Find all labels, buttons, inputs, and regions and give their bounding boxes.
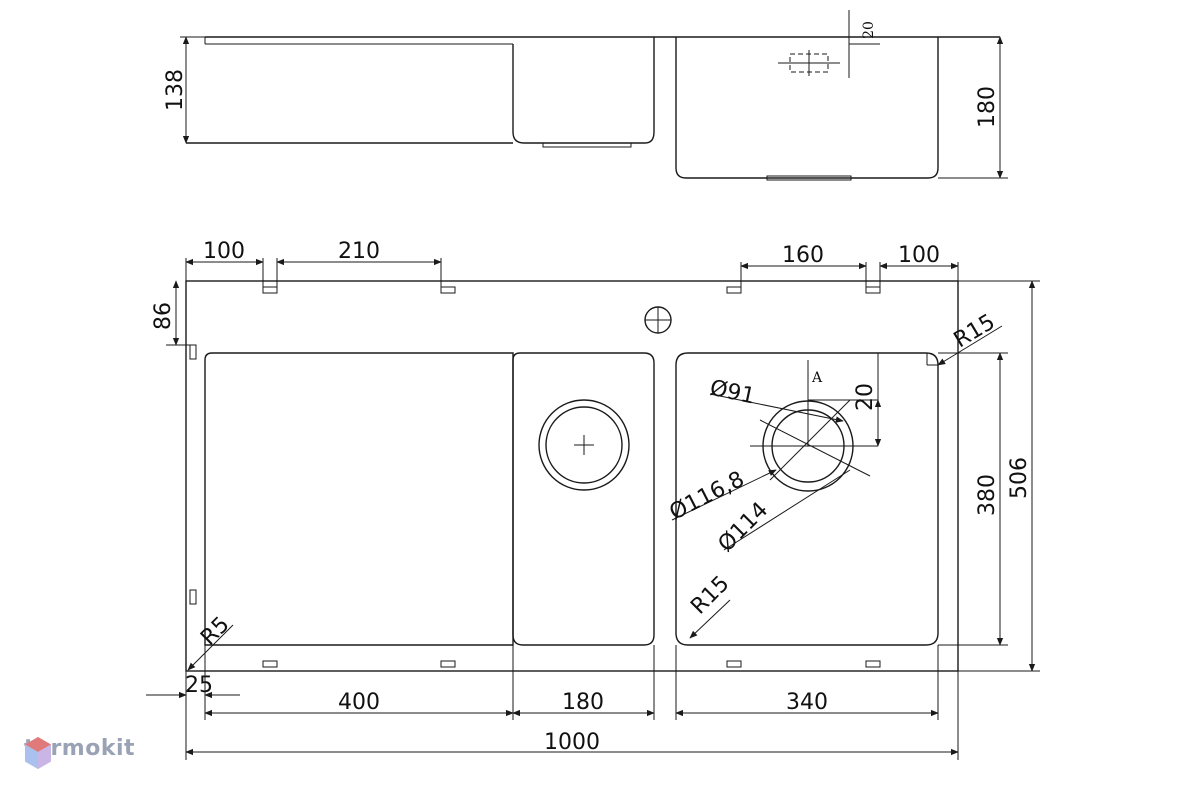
sink-outline (185, 280, 959, 672)
drain-outlet-right (766, 175, 852, 181)
dim-offset-top: 20 (861, 21, 877, 39)
drainboard (204, 352, 514, 646)
drain-outlet-left (542, 142, 632, 148)
drain-small-outer (538, 399, 630, 491)
side-view: 20 138 180 (163, 10, 1008, 181)
brand-logo: termokit (24, 736, 135, 769)
top-view: 100 210 160 100 86 R15 A 20 Ø91 Ø116,8 Ø… (146, 239, 1040, 760)
dim-top-b: 210 (338, 239, 380, 264)
dim-top-a: 100 (203, 239, 245, 264)
view-mark-a: A (811, 370, 823, 386)
dim-drain-d3: Ø114 (714, 498, 774, 558)
small-bowl (512, 352, 655, 646)
dim-total-width: 1000 (544, 730, 600, 755)
dim-top-d: 100 (898, 243, 940, 268)
dim-depth-right: 180 (975, 86, 1000, 128)
drain-small-inner (545, 406, 623, 484)
radius-bottom: R15 (686, 571, 734, 619)
dim-depth-left: 138 (163, 69, 188, 111)
dim-drain-offset: 20 (853, 383, 878, 411)
hexagon-logo-icon (25, 737, 51, 769)
dim-edge-margin: 25 (185, 673, 213, 698)
dim-bottom-a: 400 (338, 690, 380, 715)
dim-top-c: 160 (782, 243, 824, 268)
dim-drain-d1: Ø91 (708, 376, 758, 410)
dim-left-offset: 86 (151, 302, 176, 330)
radius-top-right: R15 (950, 310, 1000, 354)
dim-bottom-c: 340 (786, 690, 828, 715)
dim-bottom-b: 180 (562, 690, 604, 715)
large-bowl (675, 352, 939, 646)
dim-bowl-depth: 380 (975, 474, 1000, 516)
dim-total-depth: 506 (1007, 457, 1032, 499)
